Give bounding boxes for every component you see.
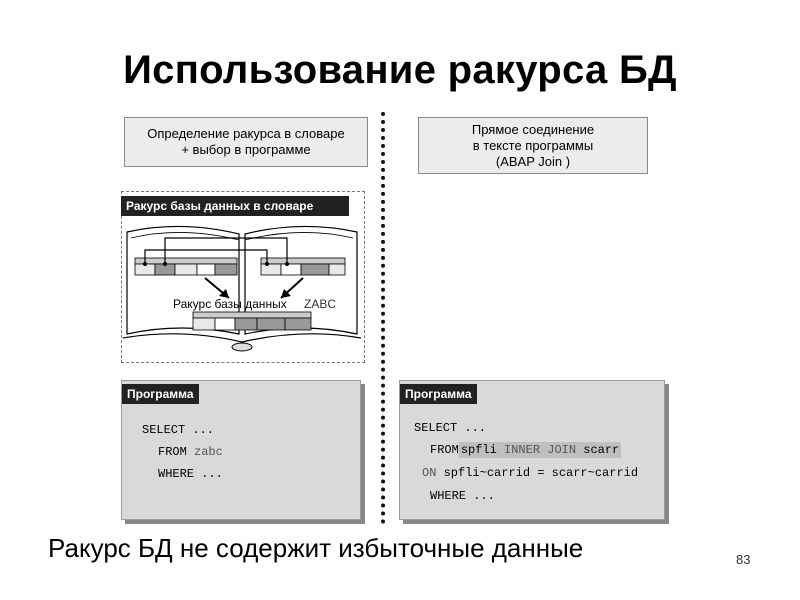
summary-text: Ракурс БД не содержит избыточные данные: [48, 533, 584, 563]
abap-join-approach-box: Прямое соединение в тексте программы (AB…: [418, 117, 648, 174]
join-where-line: WHERE ...: [430, 489, 495, 503]
program-left-header: Программа: [122, 384, 199, 404]
join-keyword: INNER JOIN: [504, 443, 577, 457]
code-from-line: FROM zabc: [158, 445, 223, 459]
join-on-condition: spfli~carrid = scarr~carrid: [443, 466, 639, 480]
program-right-header: Программа: [400, 384, 477, 404]
join-from-keyword: FROM: [430, 443, 459, 457]
abap-join-line2: в тексте программы: [472, 137, 594, 153]
code-from-table: zabc: [194, 445, 223, 459]
code-where-line: WHERE ...: [158, 467, 223, 481]
page-number: 83: [736, 552, 751, 567]
join-expression: spfli INNER JOIN scarr: [458, 442, 622, 458]
dictionary-view-header: Ракурс базы данных в словаре: [121, 196, 349, 216]
view-name: ZABC: [304, 297, 336, 311]
dictionary-approach-line2: + выбор в программе: [181, 142, 311, 157]
dictionary-approach-line1: Определение ракурса в словаре: [147, 126, 345, 141]
join-table1: spfli: [460, 443, 497, 457]
open-book-illustration: Ракурс базы данных ZABC: [122, 225, 362, 352]
code-select-line: SELECT ...: [142, 423, 215, 437]
code-from-keyword: FROM: [158, 445, 187, 459]
abap-join-line1: Прямое соединение: [471, 121, 595, 137]
join-on-line: ON spfli~carrid = scarr~carrid: [422, 466, 638, 480]
dotted-divider: [381, 112, 385, 524]
abap-join-line3: (ABAP Join ): [495, 153, 571, 169]
slide-title: Использование ракурса БД: [123, 48, 677, 92]
dictionary-approach-box: Определение ракурса в словаре + выбор в …: [124, 117, 368, 167]
join-table2: scarr: [583, 443, 620, 457]
join-on-keyword: ON: [422, 466, 437, 480]
join-select-line: SELECT ...: [414, 421, 487, 435]
program-left-panel: Программа SELECT ... FROM zabc WHERE ...: [121, 380, 361, 520]
view-label: Ракурс базы данных: [173, 297, 287, 311]
